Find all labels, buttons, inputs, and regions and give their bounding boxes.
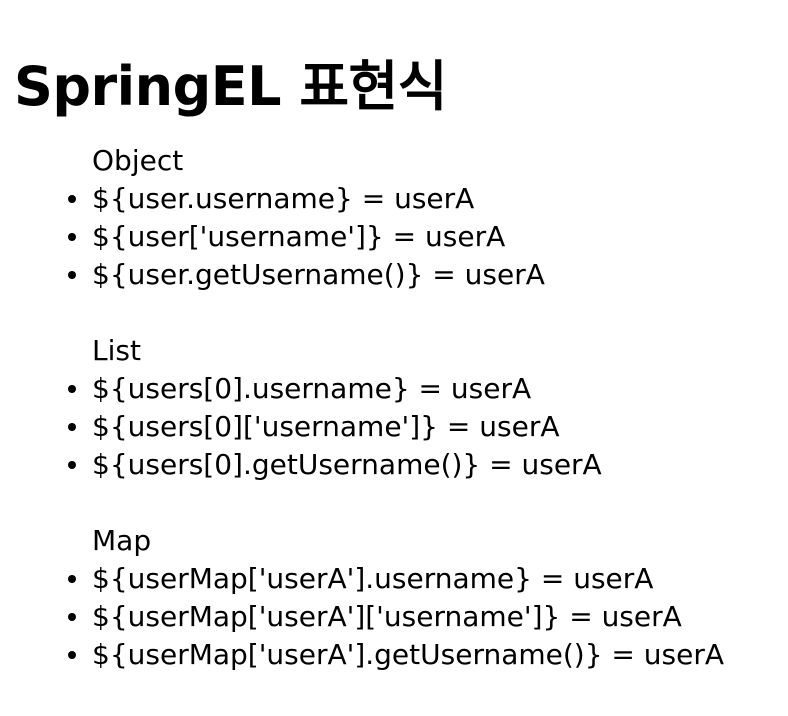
list-item: ${userMap['userA']['username']} = userA	[62, 598, 772, 636]
bullet-list-list: ${users[0].username} = userA ${users[0][…	[62, 370, 772, 484]
page-title: SpringEL 표현식	[14, 55, 447, 119]
list-item-label: ${userMap['userA'].getUsername()} = user…	[92, 638, 725, 671]
list-item: ${user['username']} = userA	[62, 218, 772, 256]
group-header-object: Object	[92, 144, 184, 177]
bullet-icon	[68, 271, 76, 279]
group-header-map: Map	[92, 524, 152, 557]
bullet-list-map: ${userMap['userA'].username} = userA ${u…	[62, 560, 772, 674]
list-item: ${users[0].getUsername()} = userA	[62, 446, 772, 484]
bullet-list-object: ${user.username} = userA ${user['usernam…	[62, 180, 772, 294]
bullet-icon	[68, 423, 76, 431]
bullet-icon	[68, 613, 76, 621]
content-group-list: List ${users[0].username} = userA ${user…	[62, 332, 772, 484]
list-item: ${users[0].username} = userA	[62, 370, 772, 408]
list-item-label: ${users[0].username} = userA	[92, 372, 532, 405]
list-item-label: ${user.username} = userA	[92, 182, 475, 215]
list-item-label: ${user.getUsername()} = userA	[92, 258, 545, 291]
list-item: ${userMap['userA'].username} = userA	[62, 560, 772, 598]
bullet-icon	[68, 461, 76, 469]
group-header-list: List	[92, 334, 141, 367]
content-group-object: Object ${user.username} = userA ${user['…	[62, 142, 772, 294]
list-item: ${user.getUsername()} = userA	[62, 256, 772, 294]
bullet-icon	[68, 651, 76, 659]
content-group-map: Map ${userMap['userA'].username} = userA…	[62, 522, 772, 674]
list-item: ${user.username} = userA	[62, 180, 772, 218]
bullet-icon	[68, 233, 76, 241]
list-item-label: ${userMap['userA'].username} = userA	[92, 562, 654, 595]
bullet-icon	[68, 385, 76, 393]
list-item-label: ${users[0]['username']} = userA	[92, 410, 560, 443]
list-item-label: ${userMap['userA']['username']} = userA	[92, 600, 682, 633]
list-item-label: ${user['username']} = userA	[92, 220, 506, 253]
list-item: ${users[0]['username']} = userA	[62, 408, 772, 446]
bullet-icon	[68, 195, 76, 203]
list-item: ${userMap['userA'].getUsername()} = user…	[62, 636, 772, 674]
slide-content: Object ${user.username} = userA ${user['…	[62, 142, 772, 674]
bullet-icon	[68, 575, 76, 583]
list-item-label: ${users[0].getUsername()} = userA	[92, 448, 602, 481]
